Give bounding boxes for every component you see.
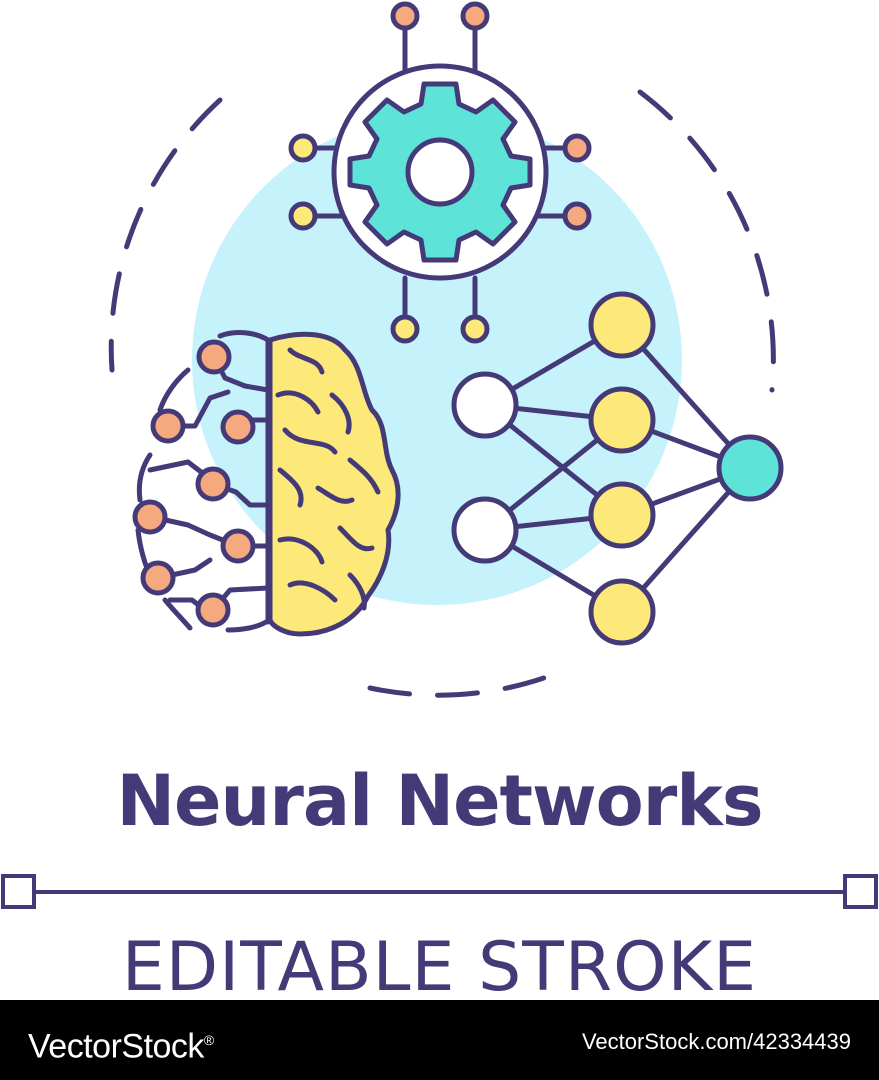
watermark-image-ref: VectorStock.com/42334439 xyxy=(581,1029,851,1054)
page-title: Neural Networks xyxy=(116,760,763,842)
registered-mark: ® xyxy=(203,1032,214,1048)
hidden-node xyxy=(588,481,656,549)
rule-handle-left xyxy=(1,874,36,909)
gear-icon xyxy=(347,81,533,263)
neural-network-icon xyxy=(451,291,784,646)
hidden-node xyxy=(588,578,656,646)
hidden-node xyxy=(588,386,656,454)
watermark-logo: VectorStock® xyxy=(28,1018,214,1068)
rule-handle-right xyxy=(843,874,878,909)
brain-right-hemisphere xyxy=(267,331,401,637)
subtitle: EDITABLE STROKE xyxy=(121,928,758,1007)
watermark-brand: VectorStock xyxy=(28,1027,204,1066)
neural-networks-illustration xyxy=(108,1,784,698)
input-node xyxy=(451,371,519,439)
divider-rule xyxy=(1,874,878,909)
output-node xyxy=(716,434,784,502)
gear-chip-icon xyxy=(288,1,592,344)
hidden-node xyxy=(588,291,656,359)
input-node xyxy=(451,496,519,564)
dashed-circle-icon xyxy=(108,89,776,698)
watermark-bar: VectorStock® VectorStock.com/42334439 xyxy=(0,1000,879,1080)
brain-icon xyxy=(132,330,401,637)
